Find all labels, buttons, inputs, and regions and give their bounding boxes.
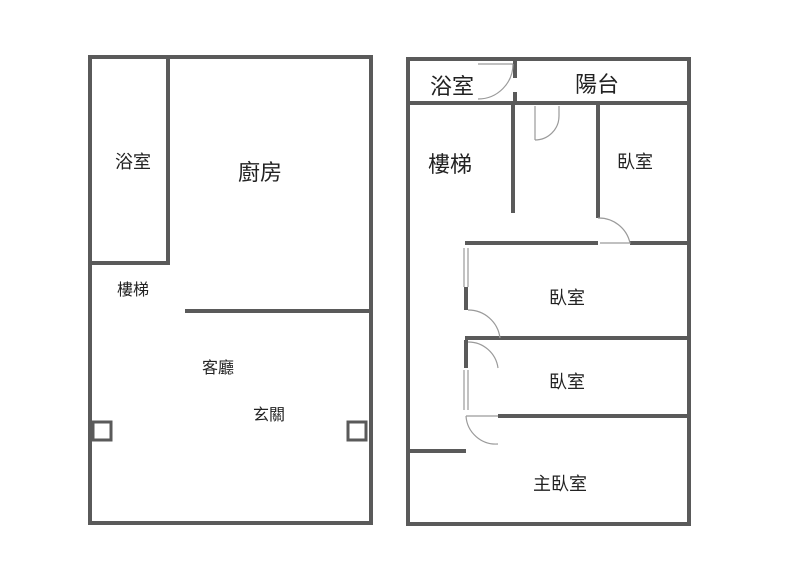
door-small-bedroom: [597, 217, 631, 244]
room-label-right-middle-bedroom: 臥室: [549, 288, 585, 309]
floor-plan-left: [88, 55, 373, 525]
door-frame-corridor-lower: [463, 370, 469, 410]
door-top-corridor: [534, 106, 560, 141]
left-outer-wall: [88, 55, 373, 525]
room-label-left-stairs: 樓梯: [117, 280, 150, 299]
left-pillar-right: [346, 420, 368, 442]
door-frame-corridor-upper: [463, 248, 469, 287]
room-label-left-bathroom: 浴室: [115, 152, 151, 173]
room-label-right-master-bedroom: 主臥室: [533, 474, 587, 495]
room-label-left-entrance: 玄關: [253, 405, 286, 424]
door-master-bedroom: [465, 415, 499, 445]
room-label-right-bathroom: 浴室: [430, 75, 475, 100]
left-pillar-left: [91, 420, 113, 442]
room-label-right-small-bedroom: 臥室: [617, 152, 653, 173]
room-label-right-stairs: 樓梯: [428, 153, 473, 178]
floor-plan-right: [406, 57, 691, 526]
door-middle-bedroom: [467, 309, 501, 339]
room-label-right-balcony: 陽台: [575, 73, 620, 98]
doors-right: [463, 63, 631, 445]
room-label-left-kitchen: 廚房: [238, 161, 283, 186]
door-bathroom: [477, 63, 514, 100]
door-lower-bedroom: [467, 341, 499, 369]
room-label-left-living-room: 客廳: [202, 358, 235, 377]
room-label-right-lower-bedroom: 臥室: [549, 372, 585, 393]
right-outer-wall: [406, 57, 691, 526]
